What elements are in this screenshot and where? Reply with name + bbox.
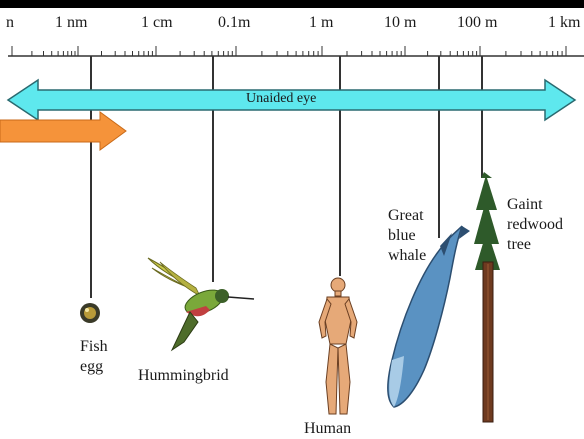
redwood-caption-line-3: tree bbox=[507, 235, 563, 255]
fish-egg-caption-line-2: egg bbox=[80, 357, 108, 377]
fish-egg-caption-line-1: Fish bbox=[80, 337, 108, 357]
whale-caption-line-2: blue bbox=[388, 226, 426, 246]
hummingbird-caption: Hummingbrid bbox=[138, 366, 229, 386]
redwood-icon bbox=[474, 172, 500, 422]
hummingbird-icon bbox=[148, 258, 254, 350]
redwood-caption-line-2: redwood bbox=[507, 215, 563, 235]
fish-egg-caption: Fish egg bbox=[80, 337, 108, 377]
human-icon bbox=[319, 278, 357, 414]
human-caption: Human bbox=[304, 419, 351, 439]
unaided-eye-label: Unaided eye bbox=[246, 91, 316, 107]
whale-caption-line-1: Great bbox=[388, 206, 426, 226]
redwood-caption: Gaint redwood tree bbox=[507, 195, 563, 255]
ruler-ticks bbox=[12, 46, 566, 56]
fish-egg-icon bbox=[80, 303, 100, 323]
whale-caption: Great blue whale bbox=[388, 206, 426, 266]
left-orange-arrow bbox=[0, 112, 126, 150]
whale-caption-line-3: whale bbox=[388, 246, 426, 266]
redwood-caption-line-1: Gaint bbox=[507, 195, 563, 215]
